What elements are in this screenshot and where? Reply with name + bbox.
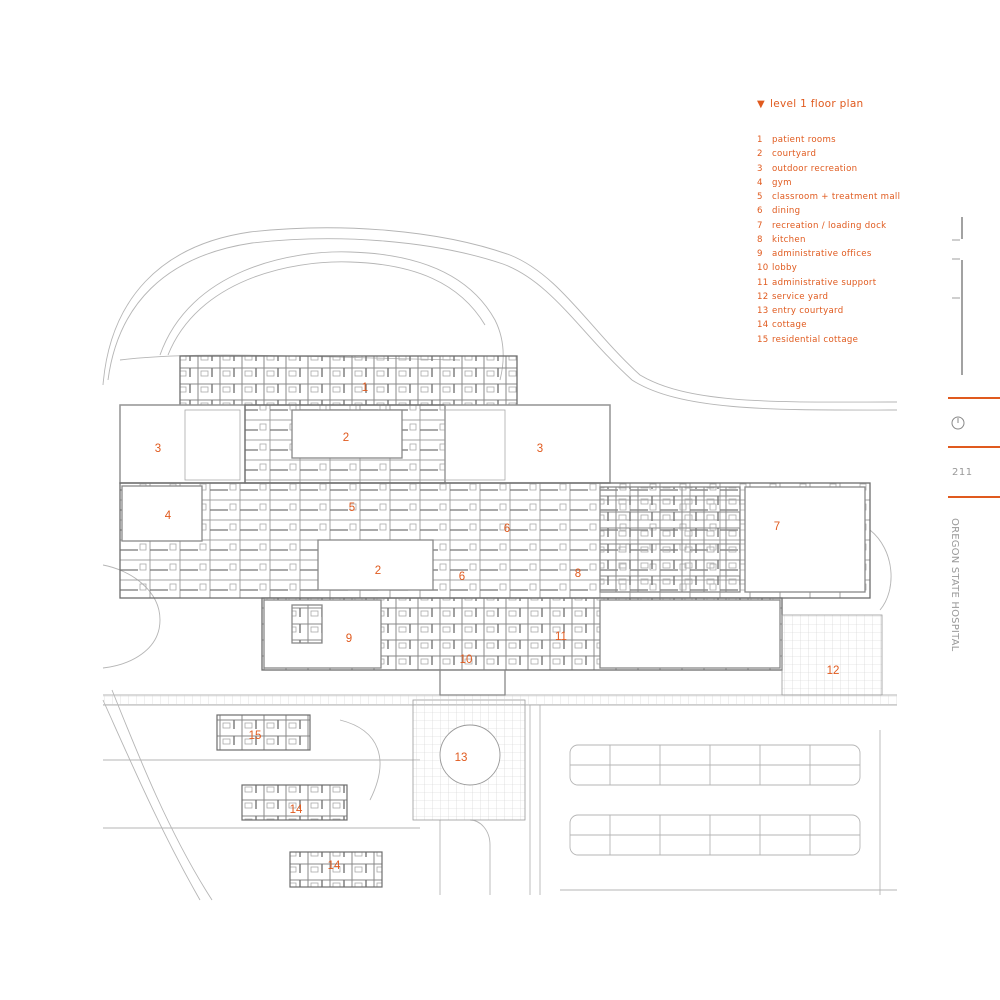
legend-item-label: outdoor recreation [772, 163, 858, 174]
side-rule-bottom [948, 496, 1000, 498]
legend-item-number: 14 [757, 320, 769, 331]
legend-item-number: 15 [757, 334, 769, 345]
legend-title: ▼level 1 floor plan [757, 98, 864, 110]
legend-item: 8 kitchen [757, 233, 900, 247]
plan-label: 5 [349, 502, 355, 514]
legend-item: 5 classroom + treatment mall [757, 190, 900, 204]
plan-label: 8 [575, 568, 581, 580]
legend-item-number: 8 [757, 234, 763, 245]
plan-label: 4 [165, 510, 172, 522]
plan-label: 12 [827, 665, 840, 677]
legend-item-label: dining [772, 206, 801, 217]
legend-item-number: 3 [757, 163, 763, 174]
legend-item-label: lobby [772, 263, 798, 274]
plan-label: 14 [290, 804, 303, 816]
legend-item-number: 1 [757, 135, 763, 145]
plan-label: 7 [774, 521, 780, 533]
plan-label: 6 [459, 571, 465, 583]
plan-label: 9 [346, 633, 352, 645]
scale-bar-icon [952, 217, 963, 375]
legend-item-label: classroom + treatment mall [772, 192, 901, 202]
legend-item-label: administrative offices [772, 249, 872, 259]
legend-item-label: gym [772, 177, 792, 188]
legend-item-label: service yard [772, 291, 829, 302]
legend-item-label: administrative support [772, 277, 877, 288]
legend-item-number: 9 [757, 249, 763, 259]
legend-item-label: residential cottage [772, 334, 859, 345]
plan-label: 1 [362, 382, 368, 394]
triangle-marker-icon: ▼ [757, 99, 765, 110]
legend-item: 2 courtyard [757, 147, 900, 161]
plan-label: 13 [455, 752, 468, 764]
legend-item-label: cottage [772, 320, 807, 331]
legend-item: 3 outdoor recreation [757, 162, 900, 176]
plan-label: 3 [537, 443, 543, 455]
legend-item: 1 patient rooms [757, 133, 900, 147]
legend-item: 6 dining [757, 204, 900, 218]
north-arrow-icon [951, 416, 965, 430]
legend-item-label: patient rooms [772, 135, 836, 145]
legend-item-number: 10 [757, 263, 769, 274]
plan-label: 11 [555, 631, 567, 643]
legend-item-number: 7 [757, 220, 763, 231]
service-yard-area [781, 614, 883, 696]
legend-item-label: entry courtyard [772, 306, 844, 316]
running-title: OREGON STATE HOSPITAL [949, 518, 960, 652]
legend-item-number: 4 [757, 177, 763, 188]
cottages [216, 714, 383, 888]
plan-label: 10 [460, 654, 473, 666]
plan-label: 3 [155, 443, 161, 455]
legend-item-label: kitchen [772, 234, 806, 245]
legend-item-number: 12 [757, 291, 769, 302]
side-rule-middle [948, 446, 1000, 448]
legend-item: 7 recreation / loading dock [757, 219, 900, 233]
legend-item-number: 5 [757, 192, 763, 202]
entry-courtyard-circle [439, 724, 501, 786]
plan-label: 15 [249, 730, 262, 742]
page-number: 211 [952, 467, 973, 478]
legend-item-number: 2 [757, 149, 763, 160]
legend-item: 9 administrative offices [757, 247, 900, 261]
legend-item-number: 11 [757, 277, 769, 288]
side-rule-top [948, 397, 1000, 399]
legend-item-number: 13 [757, 306, 769, 316]
legend-list: 1 patient rooms 2 courtyard 3 outdoor recreat… [757, 133, 900, 347]
legend-item-label: recreation / loading dock [772, 220, 887, 231]
plan-label: 14 [328, 860, 341, 872]
plan-label: 6 [504, 523, 510, 535]
plan-label: 2 [375, 565, 381, 577]
main-building [119, 355, 871, 696]
legend-item-number: 6 [757, 206, 763, 217]
legend-item: 4 gym [757, 176, 900, 190]
plan-label: 2 [343, 432, 349, 444]
legend-item-label: courtyard [772, 149, 817, 160]
